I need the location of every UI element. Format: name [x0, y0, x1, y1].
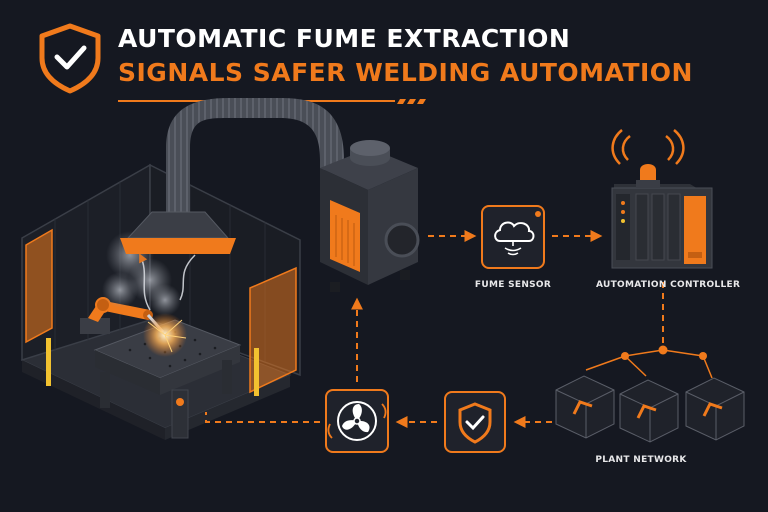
welding-cell — [20, 163, 301, 440]
fan-icon — [337, 401, 377, 441]
safety-node — [444, 391, 506, 453]
automation-controller — [611, 129, 713, 269]
network-cell-2 — [619, 379, 679, 443]
network-cell-1 — [555, 375, 615, 439]
title-line-1: Automatic Fume Extraction — [118, 24, 571, 53]
alarm-beacon-icon — [611, 129, 685, 188]
shield-check-icon — [458, 402, 492, 444]
fume-extractor-unit — [320, 140, 420, 292]
fan-node — [325, 389, 389, 453]
shield-check-icon — [39, 23, 101, 94]
fume-sensor-node — [481, 205, 545, 269]
cloud-sensor-icon — [494, 221, 535, 256]
fume-sensor-label: Fume Sensor — [474, 280, 552, 290]
network-cell-3 — [685, 377, 745, 441]
plant-network — [555, 345, 745, 443]
title-line-2: Signals Safer Welding Automation — [118, 58, 693, 87]
plant-network-label: Plant Network — [595, 455, 687, 465]
extraction-hood — [120, 98, 344, 254]
page-title: Automatic Fume Extraction Signals Safer … — [118, 22, 693, 90]
automation-controller-label: Automation Controller — [596, 280, 741, 290]
flow-arrows — [205, 230, 664, 428]
